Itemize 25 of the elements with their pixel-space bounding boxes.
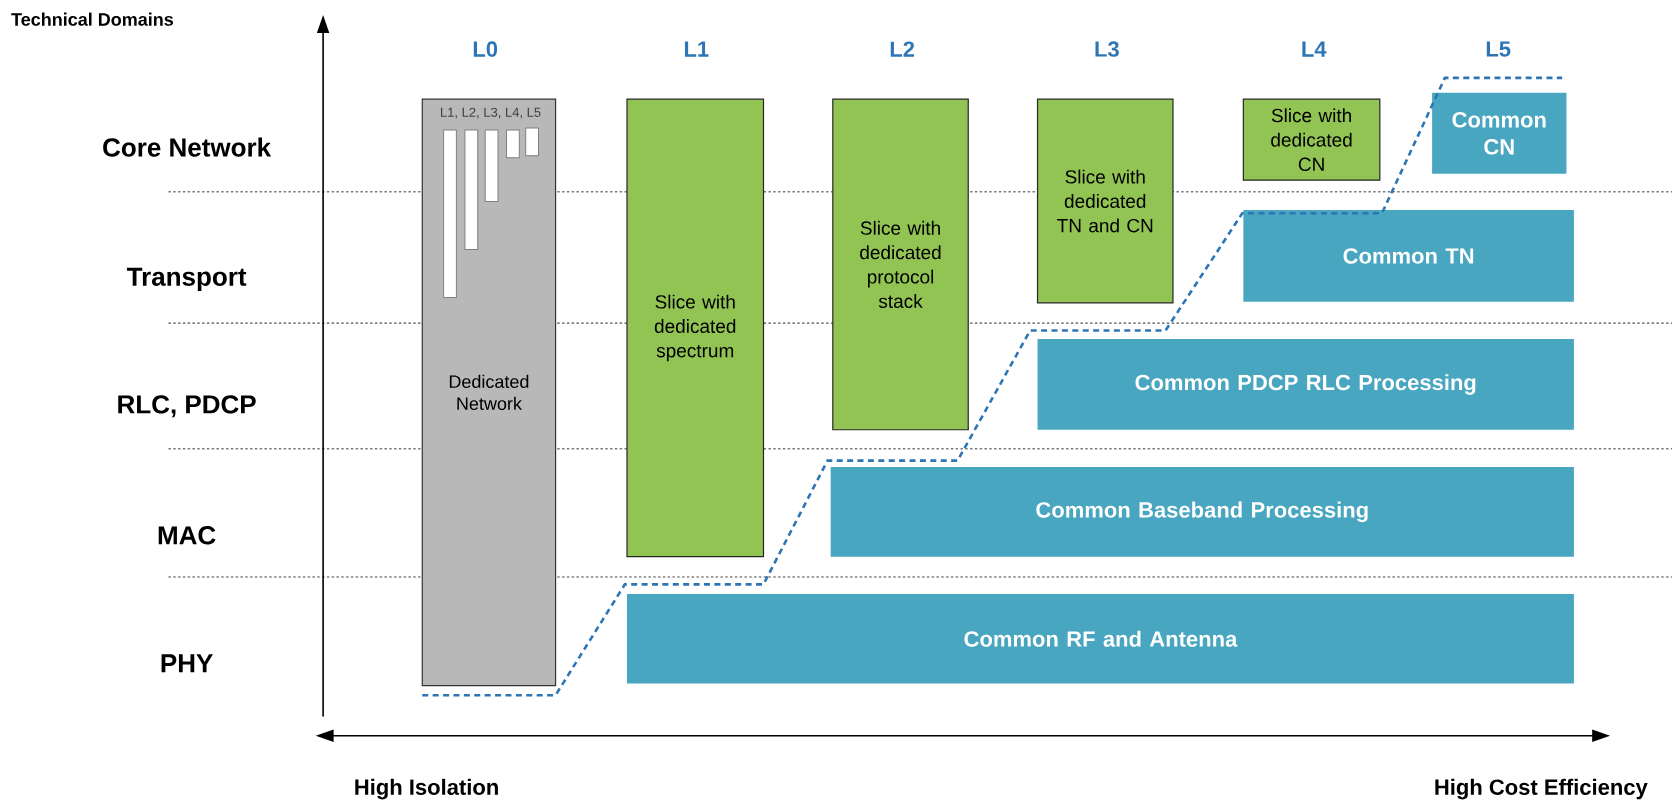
common-layer-box: Common CN (1432, 92, 1567, 174)
slice-box: Slice with dedicated spectrum (626, 98, 765, 558)
domain-label: MAC (158, 526, 216, 545)
level-label: L5 (1486, 41, 1511, 57)
slice-box: Slice with dedicated TN and CN (1036, 98, 1174, 304)
axis-label: High Isolation (355, 778, 498, 800)
common-layer-box: Common TN (1243, 210, 1574, 302)
common-layer-box: Common PDCP RLC Processing (1037, 339, 1574, 430)
level-label: L2 (890, 41, 915, 57)
domain-label: RLC, PDCP (118, 395, 256, 418)
slice-box: Slice with dedicated CN (1242, 98, 1381, 181)
bar-label: L1, L2, L3, L4, L5 (441, 107, 541, 119)
common-layer-box: Common RF and Antenna (627, 593, 1574, 684)
axis-label: High Cost Efficiency (1435, 778, 1648, 800)
level-label: L0 (473, 41, 498, 57)
dedicated-network-box: L1, L2, L3, L4, L5 Dedicated Network (421, 98, 557, 687)
common-layer-box: Common Baseband Processing (830, 467, 1574, 557)
level-label: L3 (1095, 41, 1119, 57)
domain-label: Transport (126, 267, 247, 292)
slice-box: Slice with dedicated protocol stack (832, 98, 969, 431)
level-label: L1 (684, 41, 709, 57)
axis-title: Technical Domains (11, 12, 174, 26)
domain-label: Core Network (103, 137, 272, 157)
domain-label: PHY (161, 654, 213, 673)
level-label: L4 (1302, 41, 1327, 57)
